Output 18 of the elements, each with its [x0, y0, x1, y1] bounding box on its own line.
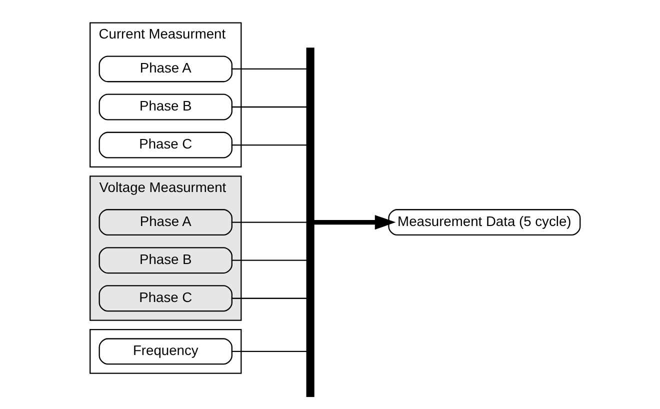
node-bar — [306, 47, 314, 396]
node-box: Phase C — [98, 131, 232, 158]
connector — [230, 221, 306, 222]
node-box: Phase A — [98, 208, 232, 236]
connector — [230, 68, 306, 70]
node-box: Phase B — [98, 246, 232, 274]
connector — [230, 350, 306, 352]
connector — [230, 106, 306, 108]
connector — [230, 144, 306, 146]
connector — [230, 259, 306, 260]
arrow — [313, 214, 396, 230]
node-box: Frequency — [98, 338, 232, 364]
node-box: Phase A — [98, 55, 232, 82]
connector — [230, 297, 306, 298]
node-box: Phase C — [98, 284, 232, 312]
node-box: Phase B — [98, 93, 232, 120]
cluster — [89, 328, 242, 374]
node-box: Measurement Data (5 cycle) — [388, 208, 580, 236]
